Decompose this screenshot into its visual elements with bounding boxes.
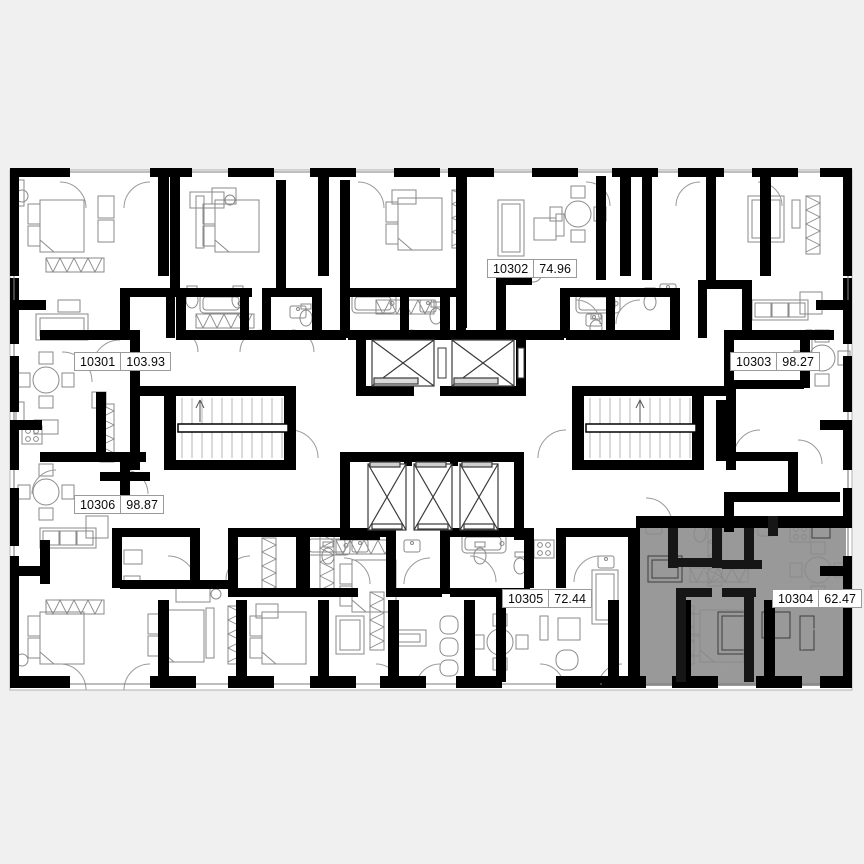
unit-label-10304[interactable]: 10304 62.47 [772, 589, 863, 608]
unit-id: 10303 [731, 353, 778, 370]
unit-id: 10304 [773, 590, 820, 607]
unit-area: 98.27 [782, 354, 815, 369]
unit-id: 10302 [488, 260, 535, 277]
elevator-bottom-1 [367, 461, 407, 531]
unit-id: 10306 [75, 496, 122, 513]
unit-area: 74.96 [539, 261, 572, 276]
unit-area: 72.44 [554, 591, 587, 606]
elevator-top-2 [451, 339, 515, 387]
windows-layer [13, 171, 849, 685]
unit-label-10306[interactable]: 10306 98.87 [74, 495, 165, 514]
elevator-bottom-2 [413, 461, 453, 531]
core-graphics [177, 339, 697, 531]
elevator-top-1 [371, 339, 435, 387]
unit-label-10303[interactable]: 10303 98.27 [730, 352, 821, 371]
unit-id: 10301 [75, 353, 122, 370]
unit-label-10301[interactable]: 10301 103.93 [74, 352, 172, 371]
door-swings [31, 181, 827, 691]
unit-label-10302[interactable]: 10302 74.96 [487, 259, 578, 278]
walls-layer [10, 168, 852, 688]
stair-west-rail [177, 423, 289, 433]
unit-label-10305[interactable]: 10305 72.44 [502, 589, 593, 608]
unit-area: 103.93 [126, 354, 166, 369]
stair-east-rail [585, 423, 697, 433]
elevator-bottom-3 [459, 461, 499, 531]
unit-area: 62.47 [824, 591, 857, 606]
unit-id: 10305 [503, 590, 550, 607]
unit-area: 98.87 [126, 497, 159, 512]
